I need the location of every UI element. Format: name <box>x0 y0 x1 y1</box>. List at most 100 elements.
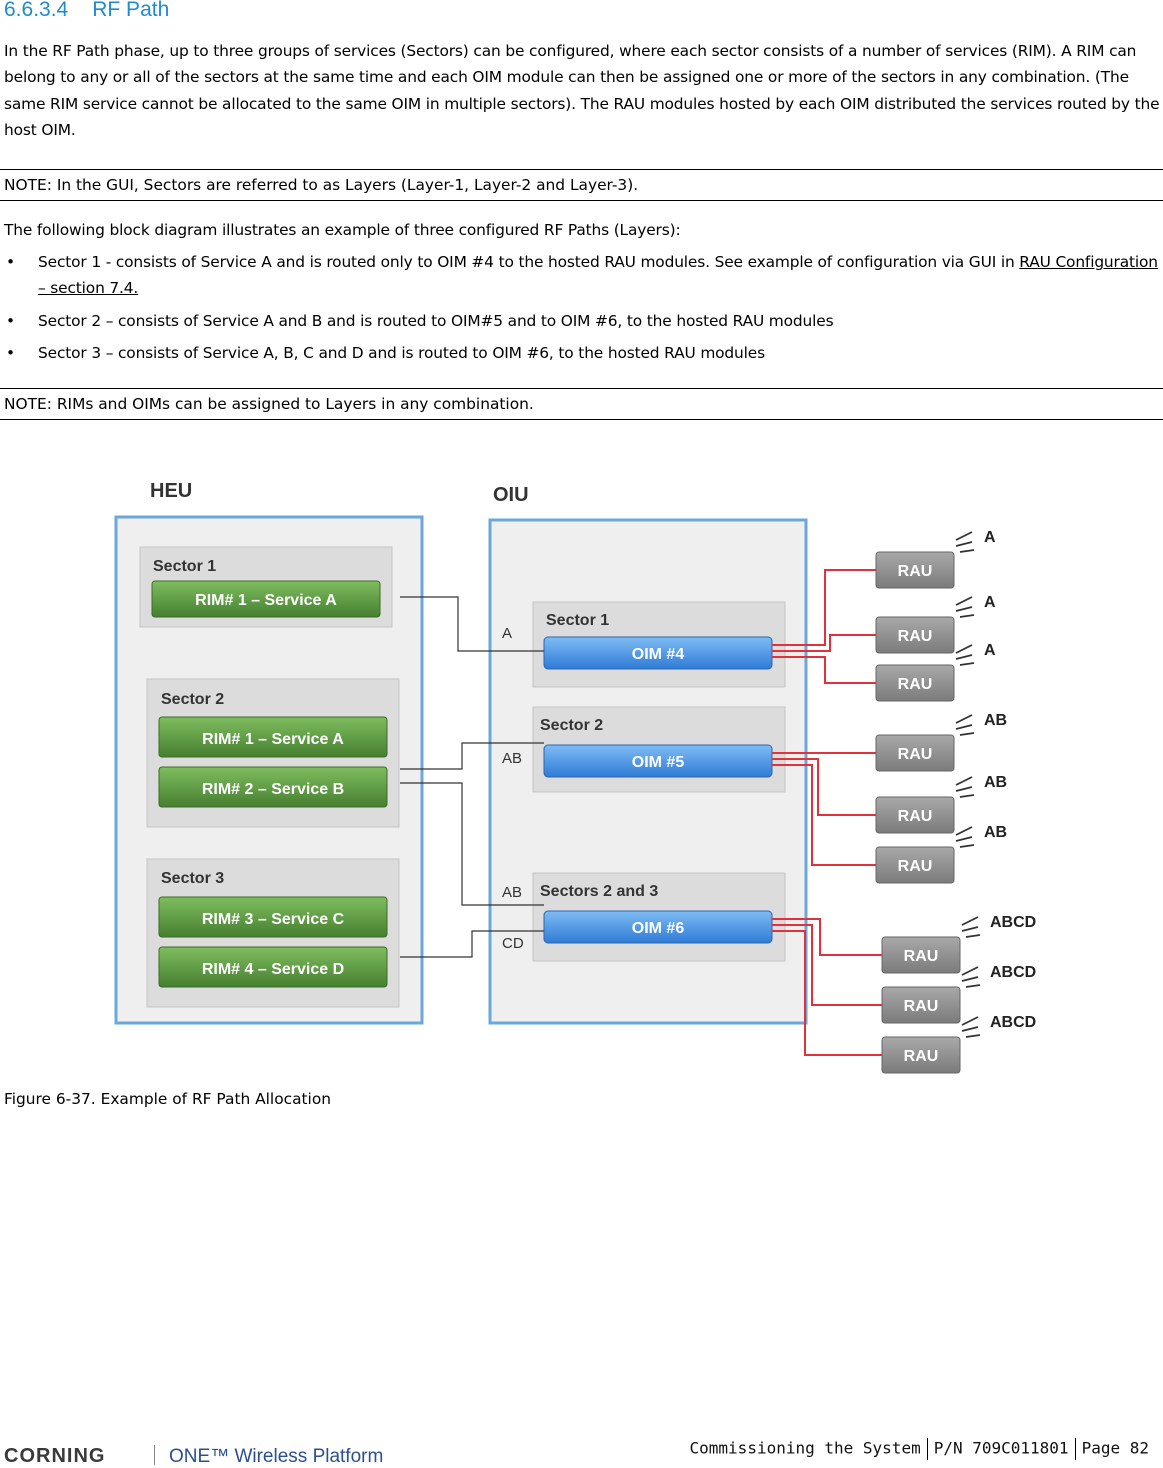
brand-logo-text: CORNING <box>4 1445 105 1467</box>
oiu-sector-title: Sector 2 <box>540 717 603 734</box>
rau-box <box>875 616 955 654</box>
antenna-signal-icon <box>961 1016 981 1038</box>
product-logo-text: ONE™ Wireless Platform <box>169 1446 383 1467</box>
rau-box <box>881 1036 961 1074</box>
rim-label: RIM# 2 – Service B <box>202 781 344 798</box>
rau-service-label: AB <box>984 774 1007 791</box>
rau-label: RAU <box>904 948 939 965</box>
heu-sector-1: Sector 1 RIM# 1 – Service A <box>139 546 393 628</box>
heu-sector-title: Sector 2 <box>161 691 224 708</box>
oim-input-label: A <box>502 625 512 642</box>
oim-6 <box>543 910 773 944</box>
oim-5 <box>543 744 773 778</box>
oiu-title: OIU <box>493 484 529 506</box>
section-title: RF Path <box>92 0 170 21</box>
chapter-name: Commissioning the System <box>689 1438 921 1458</box>
note-combination: NOTE: RIMs and OIMs can be assigned to L… <box>0 388 1163 420</box>
oim-input-label: CD <box>502 935 524 952</box>
antenna-signal-icon <box>955 826 975 848</box>
rim-2-service-b <box>158 766 388 808</box>
antenna-signal-icon <box>961 966 981 988</box>
rim-label: RIM# 1 – Service A <box>195 592 337 609</box>
bullet-dot: • <box>6 253 15 271</box>
section-heading: 6.6.3.4 RF Path <box>4 0 169 22</box>
oiu-sector-title: Sectors 2 and 3 <box>540 883 658 900</box>
oim-label: OIM #4 <box>632 646 685 663</box>
footer-divider <box>926 1438 928 1460</box>
heu-sector-2: Sector 2 RIM# 1 – Service A RIM# 2 – Ser… <box>146 678 400 828</box>
section-number: 6.6.3.4 <box>4 0 69 21</box>
rau-module: RAU ABCD <box>881 914 1036 974</box>
antenna-signal-icon <box>955 531 975 553</box>
rim-1-service-a <box>151 580 381 618</box>
rau-box <box>875 734 955 772</box>
rau-service-label: A <box>984 529 996 546</box>
page-number: Page 82 <box>1081 1438 1149 1458</box>
oiu-sector-2-and-3: Sectors 2 and 3 OIM #6 AB CD <box>502 872 786 962</box>
bullet-sector-2: • Sector 2 – consists of Service A and B… <box>0 308 1163 334</box>
bullet-dot: • <box>6 343 15 362</box>
heu-unit: HEU Sector 1 RIM# 1 – Service A Sector 2… <box>114 480 424 1025</box>
heu-title: HEU <box>150 480 192 502</box>
oim-label: OIM #5 <box>632 754 685 771</box>
antenna-signal-icon <box>961 916 981 938</box>
heu-oiu-connections <box>400 596 544 958</box>
rau-box <box>875 664 955 702</box>
rau-label: RAU <box>904 998 939 1015</box>
rau-label: RAU <box>904 1048 939 1065</box>
rau-box <box>875 796 955 834</box>
rau-box <box>881 936 961 974</box>
bullet-sector-3: • Sector 3 – consists of Service A, B, C… <box>0 340 1163 366</box>
bullet-sector-1: • Sector 1 - consists of Service A and i… <box>0 249 1163 302</box>
antenna-signal-icon <box>955 714 975 736</box>
bullet-text: Sector 1 - consists of Service A and is … <box>38 253 1020 271</box>
rau-service-label: A <box>984 594 996 611</box>
heu-sector-title: Sector 3 <box>161 870 224 887</box>
bullet-text: Sector 3 – consists of Service A, B, C a… <box>38 343 765 362</box>
sector-bullet-list: • Sector 1 - consists of Service A and i… <box>0 249 1163 366</box>
intro-paragraph: In the RF Path phase, up to three groups… <box>4 42 1160 139</box>
rau-configuration-link[interactable]: RAU Configuration – section 7.4. <box>38 253 1158 298</box>
antenna-signal-icon <box>955 776 975 798</box>
rau-box <box>875 846 955 884</box>
rau-service-label: ABCD <box>990 914 1036 931</box>
rau-label: RAU <box>898 628 933 645</box>
antenna-signal-icon <box>955 644 975 666</box>
oim-label: OIM #6 <box>632 920 685 937</box>
rim-label: RIM# 3 – Service C <box>202 911 345 928</box>
oim-4 <box>543 636 773 670</box>
rau-service-label: ABCD <box>990 964 1036 981</box>
rf-connections <box>772 569 882 1056</box>
rau-module: RAU A <box>875 594 996 654</box>
antenna-signal-icon <box>955 596 975 618</box>
footer-divider <box>1074 1438 1076 1460</box>
rau-service-label: A <box>984 642 996 659</box>
logo-divider <box>154 1445 155 1465</box>
rau-module: RAU A <box>875 642 996 702</box>
rim-3-service-c <box>158 896 388 938</box>
rau-label: RAU <box>898 676 933 693</box>
rau-module: RAU AB <box>875 824 1007 884</box>
rau-service-label: AB <box>984 824 1007 841</box>
rim-1-service-a <box>158 716 388 758</box>
rau-label: RAU <box>898 808 933 825</box>
corning-one-logo: CORNING ONE™ Wireless Platform <box>4 1445 383 1467</box>
rau-label: RAU <box>898 858 933 875</box>
rf-path-block-diagram: HEU Sector 1 RIM# 1 – Service A Sector 2… <box>114 480 1036 1074</box>
rau-module: RAU AB <box>875 774 1007 834</box>
rim-label: RIM# 4 – Service D <box>202 961 344 978</box>
rau-module: RAU ABCD <box>881 964 1036 1024</box>
oim-input-label: AB <box>502 750 522 767</box>
rau-box <box>875 551 955 589</box>
heu-sector-3: Sector 3 RIM# 3 – Service C RIM# 4 – Ser… <box>146 858 400 1008</box>
rau-modules: RAUARAUARAUARAUABRAUABRAUABRAUABCDRAUABC… <box>875 529 1036 1074</box>
oiu-sector-title: Sector 1 <box>546 612 609 629</box>
diagram-lead-text: The following block diagram illustrates … <box>4 221 681 239</box>
rau-label: RAU <box>898 746 933 763</box>
bullet-dot: • <box>6 311 15 330</box>
